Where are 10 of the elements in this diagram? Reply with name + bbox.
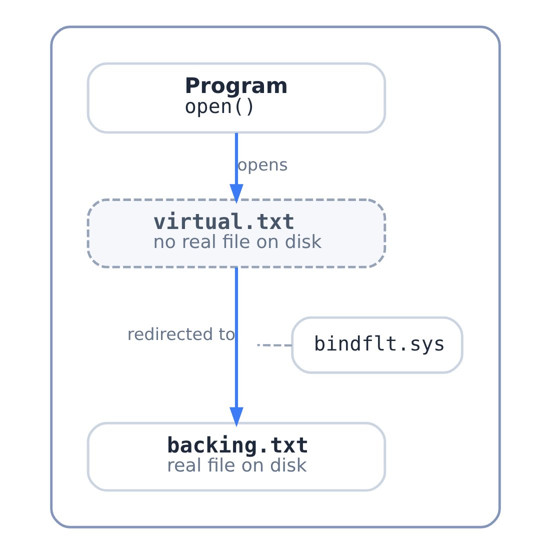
node-box: backing.txt real file on disk (86, 422, 386, 492)
arrow (229, 267, 243, 428)
cluster (50, 26, 500, 528)
arrow (229, 132, 243, 204)
edge-label: redirected to (126, 324, 236, 344)
node-box: bindflt.sys (290, 316, 463, 374)
edge-label: opens (236, 154, 288, 174)
connector (256, 344, 292, 346)
node-box: Program open() (86, 62, 386, 134)
node-box: virtual.txt no real file on disk (86, 198, 386, 268)
